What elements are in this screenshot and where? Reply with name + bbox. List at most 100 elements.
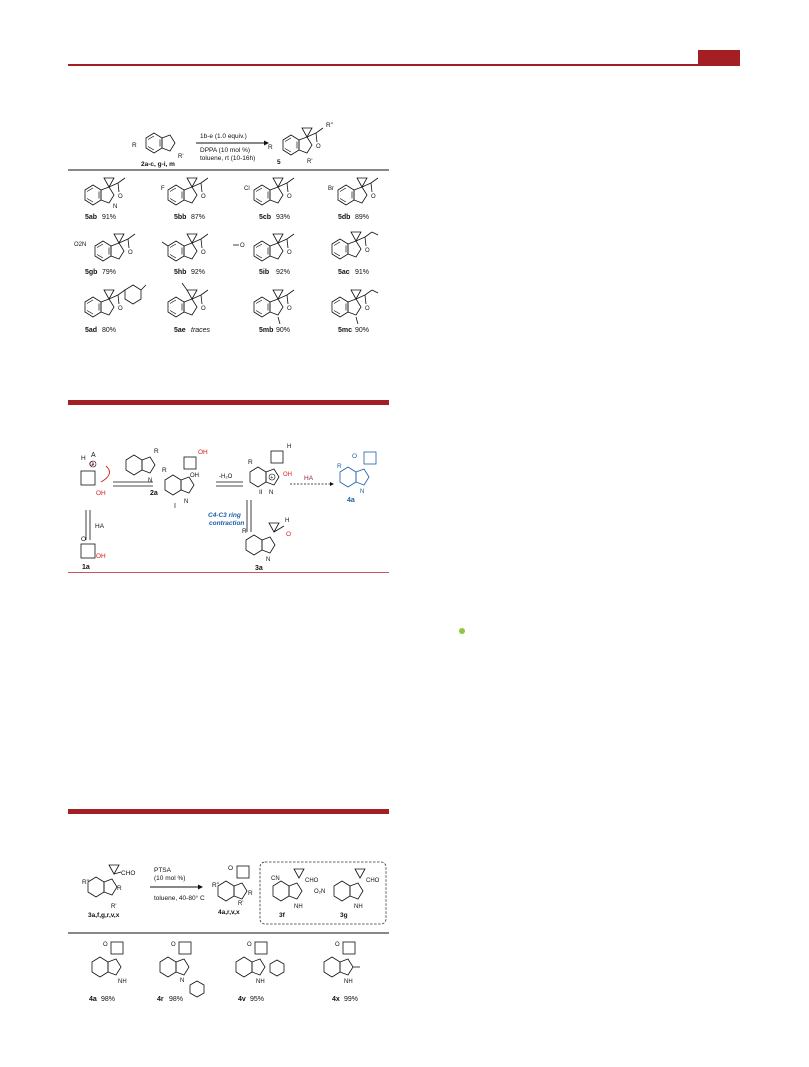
svg-text:NH: NH	[256, 979, 265, 985]
svg-text:O: O	[103, 942, 108, 948]
svg-text:90%: 90%	[276, 327, 290, 334]
reagent-line-3: toluene, rt (10-16h)	[200, 155, 255, 162]
start-compound-label: 2a-c, g-i, m	[141, 161, 175, 168]
svg-text:98%: 98%	[169, 996, 183, 1003]
intermediate-I: OH OH R N I	[162, 449, 208, 510]
svg-text:N: N	[184, 499, 188, 505]
svg-text:5ab: 5ab	[85, 214, 97, 221]
svg-text:87%: 87%	[191, 214, 205, 221]
svg-text:5gb: 5gb	[85, 269, 97, 276]
scheme-3-product: O R R" R' 4a,r,v,x	[212, 865, 253, 916]
compound-4v-row: O NH 4v 95%	[235, 941, 285, 1003]
svg-text:5bb: 5bb	[174, 214, 186, 221]
scheme-2-mechanism: H O A + OH N R 2a HA O OH 1a OH OH R N I	[80, 444, 377, 572]
svg-text:HA: HA	[95, 523, 105, 530]
compound-5ib: O 5ib 92%	[233, 233, 295, 276]
svg-text:4v: 4v	[238, 996, 246, 1003]
svg-text:5mc: 5mc	[338, 327, 352, 334]
start-R-label: R	[132, 142, 137, 149]
reagent-line-2: DPPA (10 mol %)	[200, 147, 250, 154]
exception-box	[259, 861, 387, 925]
svg-text:N: N	[360, 489, 364, 495]
svg-text:N: N	[266, 557, 270, 563]
svg-text:R: R	[248, 459, 253, 466]
svg-text:R': R'	[111, 904, 116, 910]
svg-text:PTSA: PTSA	[154, 867, 172, 874]
svg-text:92%: 92%	[191, 269, 205, 276]
svg-text:OH: OH	[283, 472, 292, 478]
svg-text:OH: OH	[198, 449, 208, 456]
svg-text:H: H	[81, 455, 86, 462]
scheme-2-bottom-rule	[68, 572, 389, 573]
svg-text:92%: 92%	[276, 269, 290, 276]
svg-text:NH: NH	[294, 904, 303, 910]
svg-text:-H₂O: -H₂O	[219, 474, 233, 480]
svg-text:4x: 4x	[332, 996, 340, 1003]
svg-text:O: O	[81, 536, 86, 543]
compound-5db: Br 5db 89%	[328, 177, 379, 221]
intermediate-II: H OH R + N II	[248, 444, 292, 496]
header-rule	[68, 64, 740, 66]
scheme-1-reaction: R R' 2a-c, g-i, m 1b-e (1.0 equiv.) DPPA…	[132, 122, 334, 168]
svg-text:4a: 4a	[89, 996, 97, 1003]
product-compound-label: 5	[277, 159, 281, 166]
svg-text:Br: Br	[328, 186, 334, 192]
product-R-label: R	[268, 144, 273, 151]
svg-text:5ib: 5ib	[259, 269, 269, 276]
svg-text:CHO: CHO	[366, 878, 380, 884]
svg-text:CN: CN	[271, 876, 280, 882]
svg-text:O: O	[89, 461, 94, 468]
scheme-1-figure: O R R' 2a-c, g-i, m 1b-e (1.0 equiv.) DP…	[68, 122, 389, 334]
svg-text:I: I	[174, 503, 176, 510]
svg-text:O2N: O2N	[74, 242, 86, 248]
svg-text:O: O	[335, 942, 340, 948]
svg-text:O₂N: O₂N	[314, 889, 325, 895]
svg-text:+: +	[91, 462, 94, 468]
compound-5gb: O2N 5gb 79%	[74, 233, 136, 276]
svg-text:O: O	[286, 531, 291, 538]
compound-5ae: 5ae traces	[167, 282, 211, 334]
compound-5ac: 5ac 91%	[331, 231, 379, 276]
compound-5cb: Cl 5cb 93%	[244, 177, 295, 221]
svg-text:3a,f,g,r,v,x: 3a,f,g,r,v,x	[88, 912, 120, 919]
svg-text:F: F	[161, 186, 165, 192]
compound-4a: O R N 4a	[337, 451, 377, 504]
svg-text:3g: 3g	[340, 912, 348, 919]
compound-4r-row: O N 4r 98%	[157, 941, 205, 1003]
svg-text:NH: NH	[344, 979, 353, 985]
svg-text:H: H	[287, 444, 291, 450]
svg-text:O: O	[171, 942, 176, 948]
scheme-3-start: CHO R R" R' 3a,f,g,r,v,x	[82, 864, 135, 919]
svg-text:79%: 79%	[102, 269, 116, 276]
svg-text:R": R"	[212, 882, 220, 889]
compound-3a: H O R N 3a	[242, 518, 291, 572]
indole-2a: N R 2a	[125, 448, 159, 497]
compound-5bb: F 5bb 87%	[161, 177, 209, 221]
svg-text:OH: OH	[190, 473, 199, 479]
svg-text:HA: HA	[304, 475, 314, 482]
svg-text:5ac: 5ac	[338, 269, 350, 276]
svg-text:traces: traces	[191, 327, 211, 334]
svg-text:R": R"	[82, 879, 90, 886]
svg-text:O: O	[240, 243, 245, 249]
svg-text:93%: 93%	[276, 214, 290, 221]
svg-text:95%: 95%	[250, 996, 264, 1003]
compound-5mb: 5mb 90%	[253, 289, 295, 334]
svg-text:5mb: 5mb	[259, 327, 273, 334]
svg-text:5ae: 5ae	[174, 327, 186, 334]
svg-text:3a: 3a	[255, 565, 263, 572]
svg-text:5cb: 5cb	[259, 214, 271, 221]
svg-text:R: R	[242, 528, 247, 535]
svg-text:5db: 5db	[338, 214, 350, 221]
svg-text:II: II	[259, 489, 263, 496]
svg-text:R': R'	[238, 901, 243, 907]
svg-text:R: R	[248, 890, 253, 897]
svg-text:NH: NH	[118, 979, 127, 985]
product-R1-label: R'	[307, 159, 312, 165]
start-R1-label: R'	[178, 154, 183, 160]
svg-text:4a,r,v,x: 4a,r,v,x	[218, 909, 240, 916]
green-dot-icon	[459, 628, 465, 634]
svg-text:1a: 1a	[82, 564, 90, 571]
compound-1a: O OH 1a	[80, 536, 106, 571]
compound-5ab: N 5ab 91%	[84, 177, 126, 221]
